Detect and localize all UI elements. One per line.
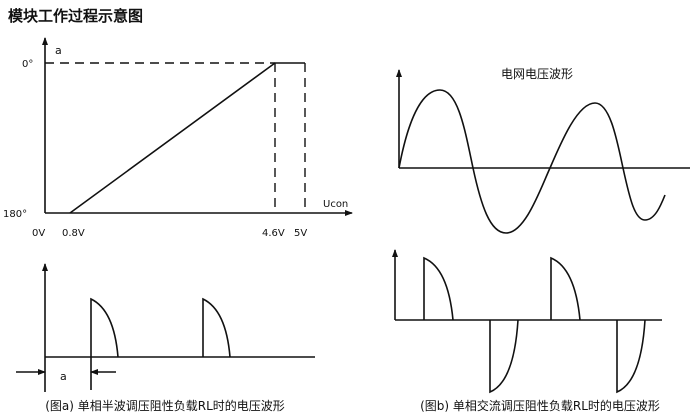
x-tick-0-8v: 0.8V	[62, 228, 85, 239]
half-wave-waveform: a (图a) 单相半波调压阻性负载RL时的电压波形	[16, 263, 315, 413]
positive-pulse	[550, 256, 581, 321]
y-tick-180: 180°	[3, 209, 27, 220]
x-tick-4-6v: 4.6V	[262, 228, 285, 239]
half-wave-pulse	[202, 297, 231, 358]
control-characteristic-chart: a Ucon 0° 180° 0V 0.8V 4.6V 5V	[3, 37, 353, 239]
caption-b: (图b) 单相交流调压阻性负载RL时的电压波形	[420, 398, 660, 413]
y-axis-label: a	[55, 44, 62, 57]
negative-pulse	[616, 319, 646, 394]
x-tick-0v: 0V	[32, 228, 45, 239]
x-axis-label: Ucon	[323, 199, 348, 210]
grid-voltage-waveform: 电网电压波形	[396, 67, 690, 234]
sine-curve	[398, 89, 666, 234]
half-wave-pulse	[90, 297, 119, 358]
x-tick-5v: 5V	[294, 228, 307, 239]
diagram-title: 模块工作过程示意图	[8, 7, 143, 25]
grid-wave-title: 电网电压波形	[501, 67, 573, 81]
negative-pulse	[489, 319, 519, 394]
y-tick-0: 0°	[22, 59, 33, 70]
positive-pulse	[423, 256, 454, 321]
caption-a: (图a) 单相半波调压阻性负载RL时的电压波形	[45, 398, 285, 413]
ac-regulated-waveform: (图b) 单相交流调压阻性负载RL时的电压波形	[392, 249, 662, 413]
control-curve	[69, 62, 305, 214]
firing-angle-label: a	[60, 370, 67, 383]
